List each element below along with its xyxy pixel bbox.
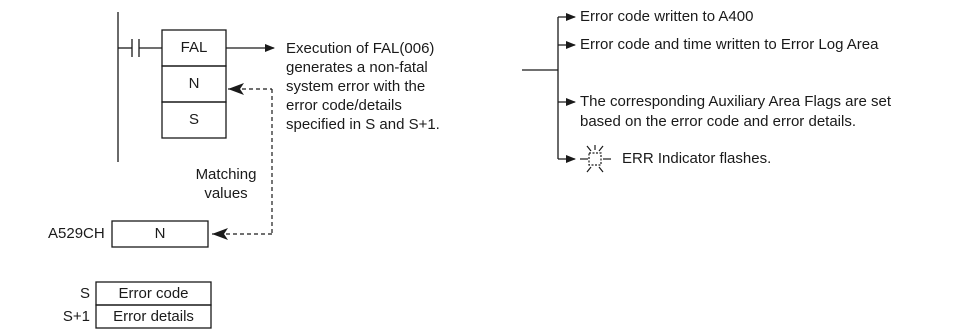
execution-description: Execution of FAL(006) generates a non-fa… bbox=[286, 39, 440, 134]
a400-result: Error code written to A400 bbox=[580, 8, 754, 25]
flags-result-line-1: The corresponding Auxiliary Area Flags a… bbox=[580, 93, 891, 110]
a529ch-box bbox=[111, 220, 209, 248]
err-indicator-result: ERR Indicator flashes. bbox=[622, 150, 772, 167]
normally-open-contact-icon bbox=[131, 39, 140, 57]
flashing-led-icon bbox=[580, 145, 611, 173]
s-operand-label: S bbox=[188, 111, 199, 128]
flags-result-line-2: based on the error code and error detail… bbox=[580, 113, 856, 130]
matching-dashed-arrow bbox=[212, 83, 273, 240]
description-line: system error with the bbox=[286, 78, 426, 95]
a529ch-value: N bbox=[154, 225, 166, 242]
s-table-value-error-code: Error code bbox=[118, 285, 189, 302]
description-line: specified in S and S+1. bbox=[286, 116, 440, 133]
matching-values-line: Matching bbox=[195, 166, 257, 183]
fal-label: FAL bbox=[180, 39, 208, 56]
s-table-label-s: S bbox=[79, 285, 90, 302]
s-table-value-error-details: Error details bbox=[113, 308, 194, 325]
description-line: generates a non-fatal bbox=[286, 59, 428, 76]
n-operand-label: N bbox=[188, 75, 200, 92]
a529ch-label: A529CH bbox=[48, 225, 105, 242]
s-table-row-error-details bbox=[95, 304, 212, 329]
description-line: error code/details bbox=[286, 97, 402, 114]
description-line: Execution of FAL(006) bbox=[286, 40, 435, 57]
s-operand-box bbox=[161, 101, 227, 139]
s-table-label-s1: S+1 bbox=[62, 308, 90, 325]
matching-values-label: Matching values bbox=[186, 165, 266, 203]
error-log-result: Error code and time written to Error Log… bbox=[580, 36, 879, 53]
matching-values-line: values bbox=[204, 185, 248, 202]
